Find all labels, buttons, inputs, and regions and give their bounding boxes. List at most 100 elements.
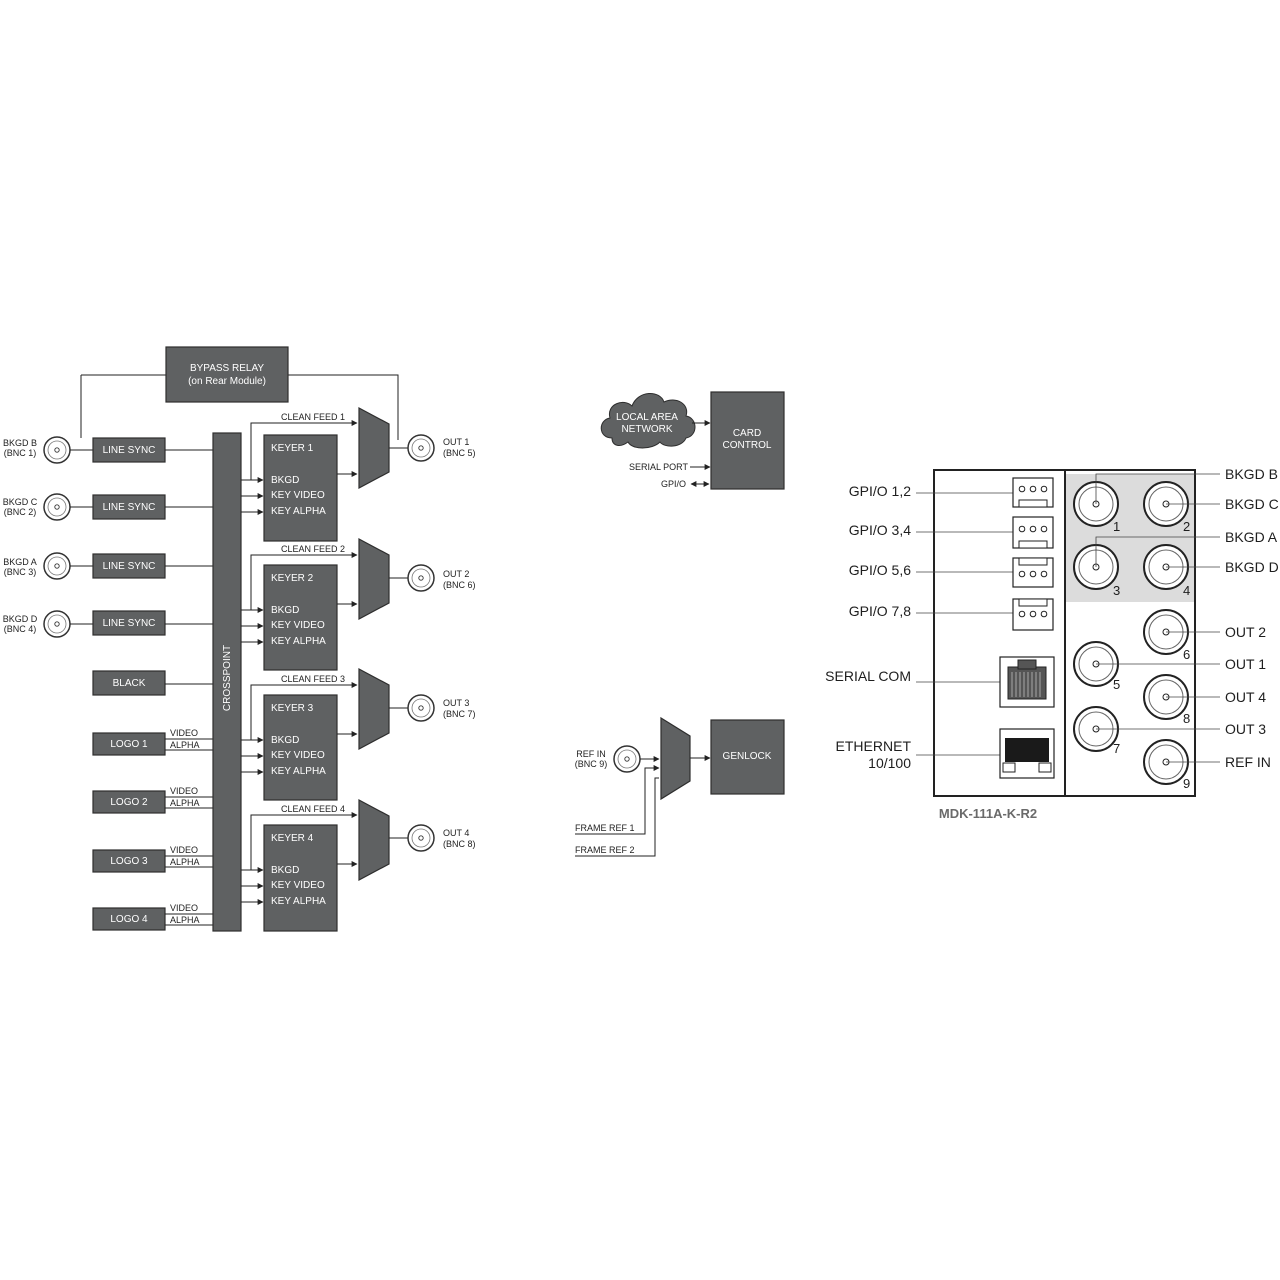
bnc-connector: [613, 745, 641, 773]
lan-label-1: LOCAL AREA: [616, 412, 678, 423]
bnc-number: 8: [1183, 711, 1190, 726]
bypass-title: BYPASS RELAY: [190, 363, 264, 374]
input-bnc: (BNC 1): [4, 448, 37, 458]
logo-video-label: VIDEO: [170, 903, 198, 913]
ref-in-bnc: (BNC 9): [575, 759, 608, 769]
gpio-label: GPI/O: [661, 479, 686, 489]
bypass-relay: BYPASS RELAY (on Rear Module): [80, 346, 399, 440]
keyer-key-alpha: KEY ALPHA: [271, 896, 326, 907]
bnc-number: 1: [1113, 519, 1120, 534]
genlock-label: GENLOCK: [723, 751, 772, 762]
bnc-2: 2: [1143, 481, 1190, 534]
bnc-9: 9: [1143, 739, 1190, 791]
ethernet-label: ETHERNET: [836, 738, 912, 754]
bnc-6: 6: [1143, 609, 1190, 662]
logo-1: LOGO 1 VIDEO ALPHA: [92, 728, 213, 756]
input-bkgd-d: BKGD D (BNC 4) LINE SYNC: [3, 610, 213, 638]
keyer-title: KEYER 3: [271, 703, 314, 714]
line-sync-label: LINE SYNC: [103, 445, 156, 456]
output-label: OUT 2: [443, 569, 469, 579]
bnc-4: 4: [1143, 544, 1190, 598]
lan-cloud-icon: [600, 393, 696, 449]
rear-label-bkgd-c: BKGD C: [1225, 496, 1279, 512]
keyer-bkgd: BKGD: [271, 735, 299, 746]
input-bnc: (BNC 3): [4, 567, 37, 577]
serial-port-label: SERIAL PORT: [629, 462, 689, 472]
logo-label: LOGO 1: [110, 739, 148, 750]
logo-alpha-label: ALPHA: [170, 857, 200, 867]
clean-feed-label: CLEAN FEED 3: [281, 674, 345, 684]
keyer-key-alpha: KEY ALPHA: [271, 636, 326, 647]
ethernet-port: ETHERNET 10/100: [836, 728, 1055, 779]
bnc-number: 3: [1113, 583, 1120, 598]
bnc-number: 6: [1183, 647, 1190, 662]
keyer-2-path: CLEAN FEED 2 KEYER 2 BKGD KEY VIDEO KEY …: [241, 538, 476, 671]
rear-label-out-1: OUT 1: [1225, 656, 1266, 672]
input-bkgd-a: BKGD A (BNC 3) LINE SYNC: [3, 552, 213, 580]
ethernet-speed-label: 10/100: [868, 755, 911, 771]
serial-com-label: SERIAL COM: [825, 668, 911, 684]
rear-label-bkgd-b: BKGD B: [1225, 466, 1278, 482]
bnc-connector: [43, 493, 71, 521]
rear-label-bkgd-a: BKGD A: [1225, 529, 1278, 545]
rear-label-out-2: OUT 2: [1225, 624, 1266, 640]
line-sync-label: LINE SYNC: [103, 561, 156, 572]
gpio-terminal-2: GPI/O 3,4: [849, 516, 1054, 549]
keyer-key-alpha: KEY ALPHA: [271, 506, 326, 517]
output-bnc: (BNC 7): [443, 709, 476, 719]
rear-label-ref-in: REF IN: [1225, 754, 1271, 770]
gpio-label: GPI/O 5,6: [849, 562, 911, 578]
rear-label-bkgd-d: BKGD D: [1225, 559, 1279, 575]
logo-label: LOGO 2: [110, 797, 148, 808]
bnc-connector: [407, 564, 435, 592]
output-bnc: (BNC 6): [443, 580, 476, 590]
bnc-1: 1: [1073, 481, 1120, 534]
keyer-title: KEYER 1: [271, 443, 314, 454]
clean-feed-label: CLEAN FEED 1: [281, 412, 345, 422]
keyer-3-path: CLEAN FEED 3 KEYER 3 BKGD KEY VIDEO KEY …: [241, 668, 476, 801]
frame-ref-2-label: FRAME REF 2: [575, 845, 635, 855]
bnc-connector: [407, 824, 435, 852]
black-source: BLACK: [92, 670, 213, 696]
logo-label: LOGO 4: [110, 914, 148, 925]
keyer-bkgd: BKGD: [271, 865, 299, 876]
logo-alpha-label: ALPHA: [170, 915, 200, 925]
bnc-connector: [43, 436, 71, 464]
bnc-connector: [407, 694, 435, 722]
crosspoint: CROSSPOINT: [212, 432, 242, 932]
bnc-number: 9: [1183, 776, 1190, 791]
logo-2: LOGO 2 VIDEO ALPHA: [92, 786, 213, 814]
rear-module: MDK-111A-K-R2 GPI/O 1,2 GPI/O 3,4 GPI/O …: [825, 466, 1279, 821]
keyer-1-path: CLEAN FEED 1 KEYER 1 BKGD KEY VIDEO KEY …: [241, 407, 476, 542]
bnc-connector: [407, 434, 435, 462]
logo-alpha-label: ALPHA: [170, 740, 200, 750]
input-label: BKGD A: [3, 557, 37, 567]
clean-feed-label: CLEAN FEED 4: [281, 804, 345, 814]
card-control-label-2: CONTROL: [723, 440, 772, 451]
logo-label: LOGO 3: [110, 856, 148, 867]
gpio-label: GPI/O 7,8: [849, 603, 911, 619]
line-sync-label: LINE SYNC: [103, 618, 156, 629]
keyer-key-alpha: KEY ALPHA: [271, 766, 326, 777]
bnc-number: 5: [1113, 677, 1120, 692]
bnc-number: 4: [1183, 583, 1190, 598]
output-label: OUT 1: [443, 437, 469, 447]
output-label: OUT 4: [443, 828, 469, 838]
serial-com-port: SERIAL COM: [825, 656, 1055, 708]
input-bnc: (BNC 2): [4, 507, 37, 517]
gpio-terminal-4: GPI/O 7,8: [849, 598, 1054, 631]
bnc-3: 3: [1073, 544, 1120, 598]
lan-label-2: NETWORK: [621, 424, 672, 435]
ref-in-label: REF IN: [576, 749, 606, 759]
logo-video-label: VIDEO: [170, 728, 198, 738]
line-sync-label: LINE SYNC: [103, 502, 156, 513]
keyer-key-video: KEY VIDEO: [271, 620, 325, 631]
gpio-label: GPI/O 1,2: [849, 483, 911, 499]
gpio-label: GPI/O 3,4: [849, 522, 911, 538]
bypass-subtitle: (on Rear Module): [188, 376, 266, 387]
input-bkgd-b: BKGD B (BNC 1) LINE SYNC: [3, 436, 213, 464]
keyer-title: KEYER 4: [271, 833, 314, 844]
model-label: MDK-111A-K-R2: [939, 806, 1037, 821]
rear-label-out-4: OUT 4: [1225, 689, 1266, 705]
bnc-5: 5: [1073, 641, 1120, 692]
